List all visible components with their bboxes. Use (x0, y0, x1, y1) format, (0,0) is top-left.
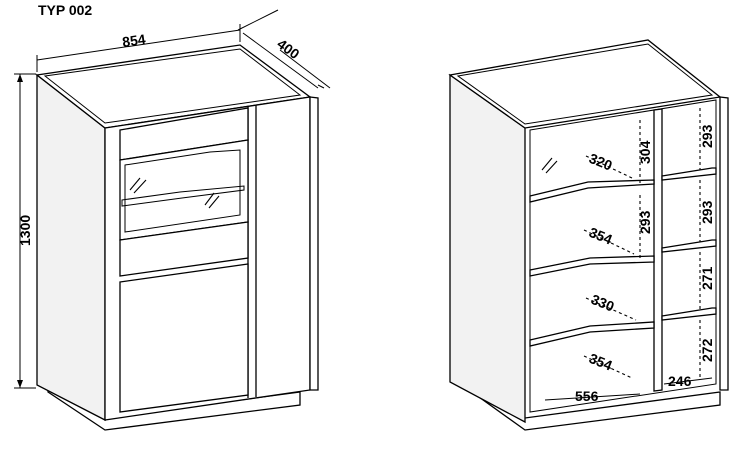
right-shelf-2 (661, 239, 717, 253)
left-height-1: 304 (637, 140, 653, 164)
left-shelf-2 (529, 255, 655, 277)
open-side-panel (449, 73, 526, 424)
shelf-depth-3: 330 (589, 291, 617, 315)
right-shelf-1 (661, 167, 717, 181)
left-shelf-3 (529, 321, 655, 347)
right-shelf-3 (661, 307, 717, 321)
shelf-depth-2: 354 (587, 224, 615, 248)
shelf-depth-4: 354 (587, 350, 615, 374)
shelf-depth-1: 320 (587, 150, 615, 174)
vertical-divider (653, 108, 663, 392)
side-panel (36, 73, 106, 422)
height-dimension: 1300 (17, 215, 33, 246)
open-cabinet-view: 320 354 330 354 304 293 556 246 293 293 … (448, 39, 729, 431)
width-dimension: 854 (121, 31, 147, 50)
lower-door (119, 263, 249, 413)
right-height-2: 293 (699, 200, 715, 224)
right-height-3: 271 (699, 266, 715, 290)
drawing-title: TYP 002 (38, 2, 93, 18)
depth-dimension: 400 (274, 35, 302, 62)
left-shelf-1 (529, 179, 655, 203)
right-width: 246 (668, 373, 692, 389)
right-height-1: 293 (699, 124, 715, 148)
bottom-width: 556 (575, 388, 599, 404)
left-height-2: 293 (637, 210, 653, 234)
closed-cabinet-view: 854 400 1300 (14, 9, 331, 431)
right-height-4: 272 (699, 338, 715, 362)
middle-flap (119, 221, 249, 277)
